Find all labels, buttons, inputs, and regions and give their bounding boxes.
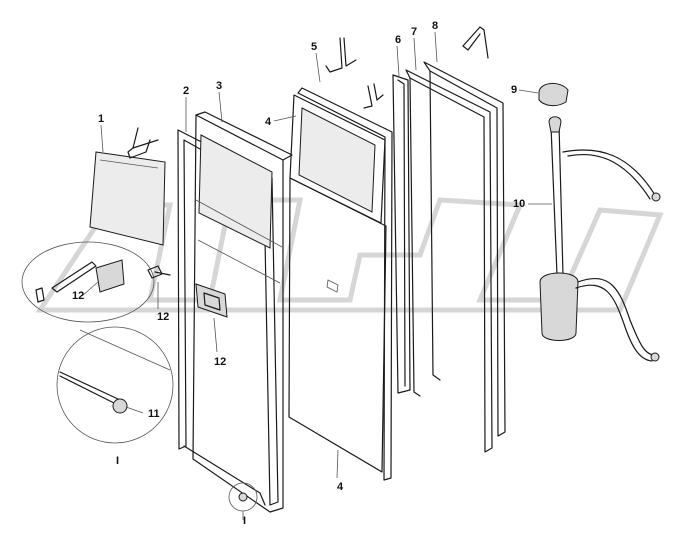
callout-c3: 3: [216, 80, 222, 92]
detail-circle-11: [56, 326, 174, 444]
part-6-seal: [392, 74, 411, 394]
callout-c7: 7: [411, 26, 417, 38]
callout-c11: 11: [148, 408, 160, 420]
watermark: [35, 197, 664, 313]
part-1-window-glass: [89, 151, 166, 246]
detail-circle-bottom: [228, 482, 258, 512]
part-8-seal: [423, 61, 506, 437]
callout-c5: 5: [311, 41, 317, 53]
callout-c12c: 12: [214, 356, 226, 368]
clip-small: [363, 83, 384, 109]
detail-circle-12: [21, 241, 155, 323]
callout-c10: 10: [513, 198, 525, 210]
hook-bracket: [462, 26, 489, 59]
clip-bracket-left: [127, 127, 159, 159]
callout-c4b: 4: [337, 481, 344, 493]
part-10-reservoir: [539, 116, 661, 362]
seal-upper-frame: [297, 87, 393, 481]
callout-c12b: 12: [157, 311, 169, 323]
callout-c2: 2: [183, 85, 189, 97]
callout-ci2: I: [243, 515, 246, 527]
callout-c1: 1: [98, 113, 104, 125]
part-3-door-leaf: [192, 111, 293, 513]
part-5-bracket: [325, 37, 357, 73]
callout-c4a: 4: [265, 116, 272, 128]
callout-c8: 8: [432, 20, 438, 32]
callout-ci1: I: [116, 455, 119, 467]
part-12-fastener: [147, 265, 171, 279]
callout-c12a: 12: [72, 290, 84, 302]
callout-c9: 9: [511, 84, 517, 96]
part-4-lower-panel: [288, 177, 387, 473]
callout-c6: 6: [395, 34, 401, 46]
part-9-cap: [538, 83, 569, 107]
part-12-door-handle: [195, 283, 228, 318]
part-4-window-frame: [289, 94, 386, 224]
leader-lines: [81, 31, 552, 520]
part-7-seal: [405, 69, 493, 453]
